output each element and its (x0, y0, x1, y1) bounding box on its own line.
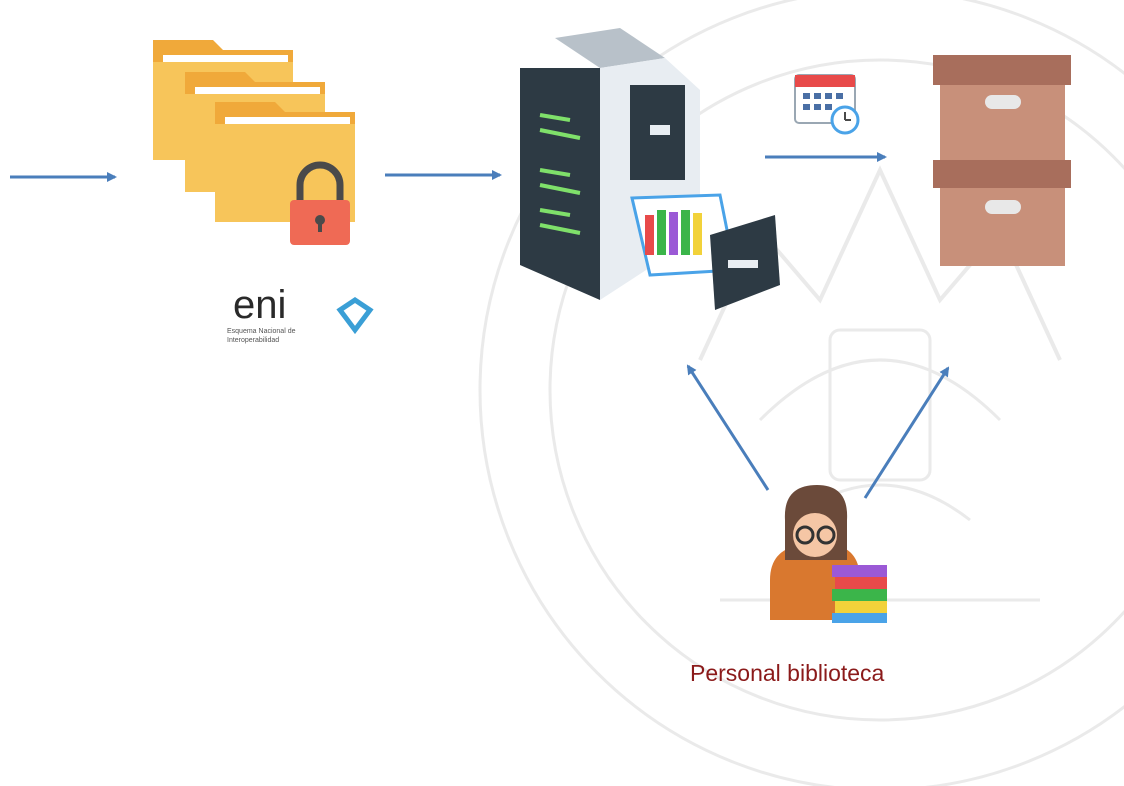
librarian-icon (770, 485, 887, 623)
file-server-icon (520, 28, 780, 310)
padlock-icon (290, 161, 350, 245)
eni-logo: eni Esquema Nacional de Interoperabilida… (222, 277, 374, 345)
eni-subtitle-line2: Interoperabilidad (227, 337, 279, 344)
eni-wordmark: eni (233, 283, 286, 327)
archive-boxes-icon (933, 55, 1071, 266)
eni-subtitle-line1: Esquema Nacional de (227, 328, 296, 335)
arrow-staff-to-boxes (863, 366, 950, 499)
locked-folders-icon (153, 40, 355, 245)
arrow-staff-to-server (686, 364, 770, 491)
calendar-clock-icon (794, 74, 860, 135)
staff-caption: Personal biblioteca (690, 660, 885, 686)
